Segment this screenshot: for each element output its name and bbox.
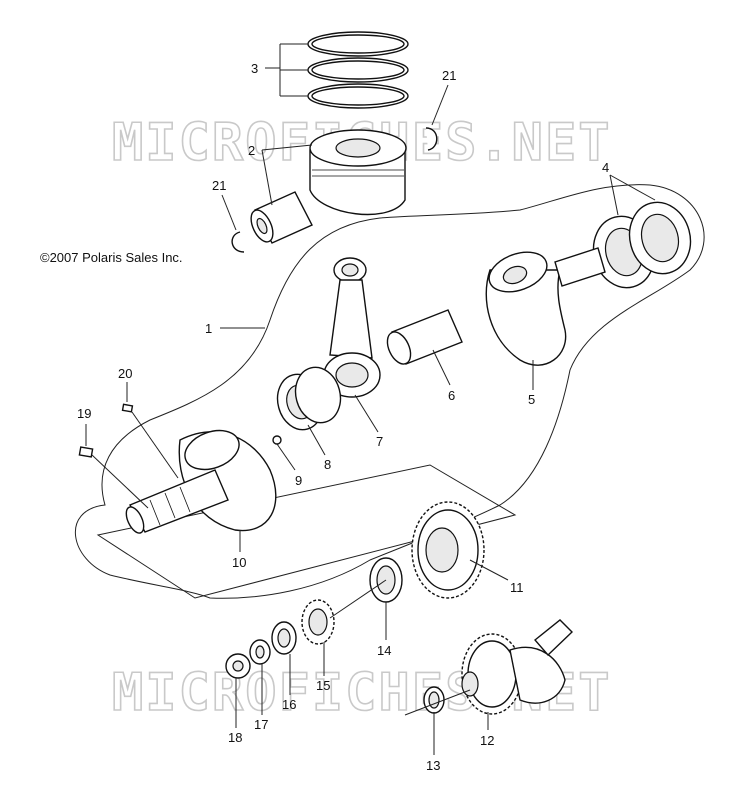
callout-13: 13 [426,758,440,773]
sprocket [301,599,335,645]
drive-gear [411,501,485,599]
nut [225,653,251,679]
washer [249,639,271,665]
ball [272,435,282,445]
callout-12: 12 [480,733,494,748]
leader-lines [85,43,656,755]
crank-half-box [96,464,517,599]
callout-7: 7 [376,434,383,449]
crankshaft-half-left [125,429,277,534]
callout-8: 8 [324,457,331,472]
callout-15: 15 [316,678,330,693]
callout-2: 2 [248,143,255,158]
crank-pin [386,309,463,365]
callout-21-right: 21 [442,68,456,83]
callout-21-left: 21 [212,178,226,193]
callout-4: 4 [602,160,609,175]
spacer [271,621,297,655]
callout-17: 17 [254,717,268,732]
wrist-pin [250,191,313,244]
callout-19: 19 [77,406,91,421]
crankshaft-half-right [485,247,606,366]
connecting-rod [323,257,381,398]
woodruff-key-20 [121,403,134,413]
copyright-text: ©2007 Polaris Sales Inc. [40,250,183,265]
callout-14: 14 [377,643,391,658]
circlip-right [425,127,438,151]
assembly-outline [75,184,705,599]
callout-16: 16 [282,697,296,712]
callout-11: 11 [510,580,524,595]
callout-5: 5 [528,392,535,407]
callout-10: 10 [232,555,246,570]
callout-3: 3 [251,61,258,76]
callout-9: 9 [295,473,302,488]
callout-6: 6 [448,388,455,403]
callout-labels: 1 2 3 4 5 6 7 8 9 10 11 12 13 14 15 16 1… [77,61,609,773]
callout-18: 18 [228,730,242,745]
woodruff-key-19 [78,446,94,458]
balance-shaft [461,619,574,715]
snap-ring [423,686,445,714]
callout-20: 20 [118,366,132,381]
piston [309,129,407,216]
piston-rings [307,31,409,109]
main-bearings [592,201,692,289]
callout-1: 1 [205,321,212,336]
needle-bearing [276,366,342,431]
circlip-left [231,231,245,253]
